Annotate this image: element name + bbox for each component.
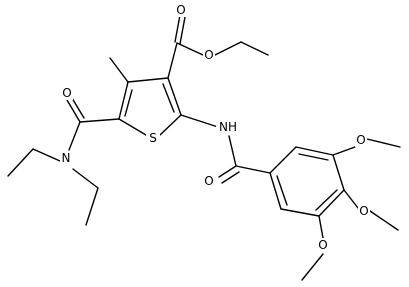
- bond-ring-s-c2: [159, 114, 182, 136]
- bond-ester-ch2-ch3: [240, 41, 269, 56]
- atom-o-methoxy-middle: O: [359, 204, 368, 218]
- bond-ring-c5-s: [118, 118, 147, 136]
- atom-n-diethyl: N: [62, 151, 71, 165]
- bond-amide-right-c-o-a: [218, 165, 237, 178]
- atom-nh-amide: NH: [219, 120, 237, 134]
- atom-o-amide-left: O: [62, 86, 71, 100]
- bond-methoxy-middle-o-ch3: [369, 210, 399, 231]
- bond-nh-amide-carbon: [228, 135, 237, 167]
- bond-benzene-6-1-double: [276, 175, 288, 206]
- bond-methoxy-middle-ring-o: [343, 189, 359, 209]
- bond-benzene-4-5: [318, 189, 345, 217]
- bond-benzene-4-5-double: [315, 189, 338, 211]
- bond-benzene-2-3-double: [298, 153, 329, 161]
- bond-methoxy-top-o-ch3: [366, 138, 401, 148]
- bond-benzene-2-3: [295, 146, 334, 156]
- bond-n-ethyl-b-ch2: [72, 168, 99, 189]
- bond-ester-c-ring: [167, 42, 178, 79]
- atom-o-methoxy-top: O: [356, 133, 365, 147]
- atom-o-ester-ether: O: [204, 48, 213, 62]
- bond-methoxy-top-ring-o: [332, 146, 356, 156]
- bond-ring-c4-c5: [118, 81, 129, 120]
- bond-methoxy-bottom-o-ch3: [301, 253, 324, 281]
- bond-ring-methyl: [109, 57, 129, 83]
- bond-benzene-5-6: [280, 208, 320, 217]
- bond-n-ethyl-a-ch3: [7, 148, 34, 177]
- bond-amide-left-c-n: [68, 121, 81, 151]
- bond-amide-right-c-o-b: [221, 171, 240, 184]
- atom-labels: O O O N S NH O O O O: [60, 3, 370, 252]
- bonds: [7, 14, 401, 281]
- atom-o-methoxy-bottom: O: [318, 238, 327, 252]
- bond-ring-c2-c3-double: [162, 83, 175, 113]
- bond-benzene-6-1: [269, 172, 282, 210]
- bond-ester-c-o-double-a: [174, 14, 181, 43]
- bond-c5-amide-carbon: [79, 118, 120, 123]
- bond-ring-c3-c4: [127, 77, 169, 83]
- bond-ester-c-o-double-b: [179, 16, 186, 45]
- bond-ester-c-o-single: [176, 42, 204, 56]
- bond-methoxy-bottom-ring-o: [318, 215, 324, 239]
- bond-amide-left-c-o-b: [71, 97, 85, 119]
- bond-amide-carbon-aryl: [235, 165, 271, 174]
- bond-n-ethyl-a-ch2: [32, 148, 61, 162]
- bond-ester-o-ch2: [214, 41, 242, 56]
- bond-benzene-3-4: [332, 154, 345, 191]
- bond-c2-nh: [180, 114, 219, 128]
- bond-n-ethyl-b-ch3: [85, 187, 99, 226]
- bond-benzene-1-2: [269, 146, 297, 174]
- bond-ring-c4-c5-double: [124, 89, 133, 117]
- bond-amide-left-c-o-a: [66, 99, 81, 123]
- bond-ring-c2-c3: [167, 77, 182, 116]
- atom-o-ester-carbonyl: O: [176, 3, 185, 17]
- atom-s-thiophene: S: [149, 131, 157, 145]
- atom-o-amide-right: O: [204, 174, 213, 188]
